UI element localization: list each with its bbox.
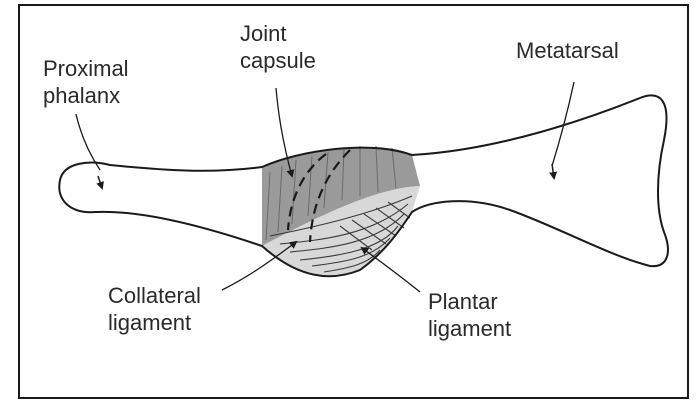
leader-proximal-phalanx (76, 114, 100, 170)
label-proximal-phalanx: Proximal phalanx (43, 55, 129, 109)
label-joint-line1: Joint (240, 20, 316, 47)
label-collateral-line1: Collateral (108, 282, 201, 309)
label-metatarsal: Metatarsal (516, 37, 619, 64)
label-proximal-line2: phalanx (43, 82, 129, 109)
label-joint-line2: capsule (240, 47, 316, 74)
label-plantar-line2: ligament (428, 315, 511, 342)
metatarsal-marker-arrow (552, 164, 554, 178)
leader-plantar-ligament (362, 248, 420, 292)
label-plantar-ligament: Plantar ligament (428, 288, 511, 342)
label-joint-capsule: Joint capsule (240, 20, 316, 74)
label-collateral-line2: ligament (108, 309, 201, 336)
label-proximal-line1: Proximal (43, 55, 129, 82)
label-collateral-ligament: Collateral ligament (108, 282, 201, 336)
label-metatarsal-line1: Metatarsal (516, 37, 619, 64)
label-plantar-line1: Plantar (428, 288, 511, 315)
phalanx-marker-arrow (98, 176, 102, 188)
